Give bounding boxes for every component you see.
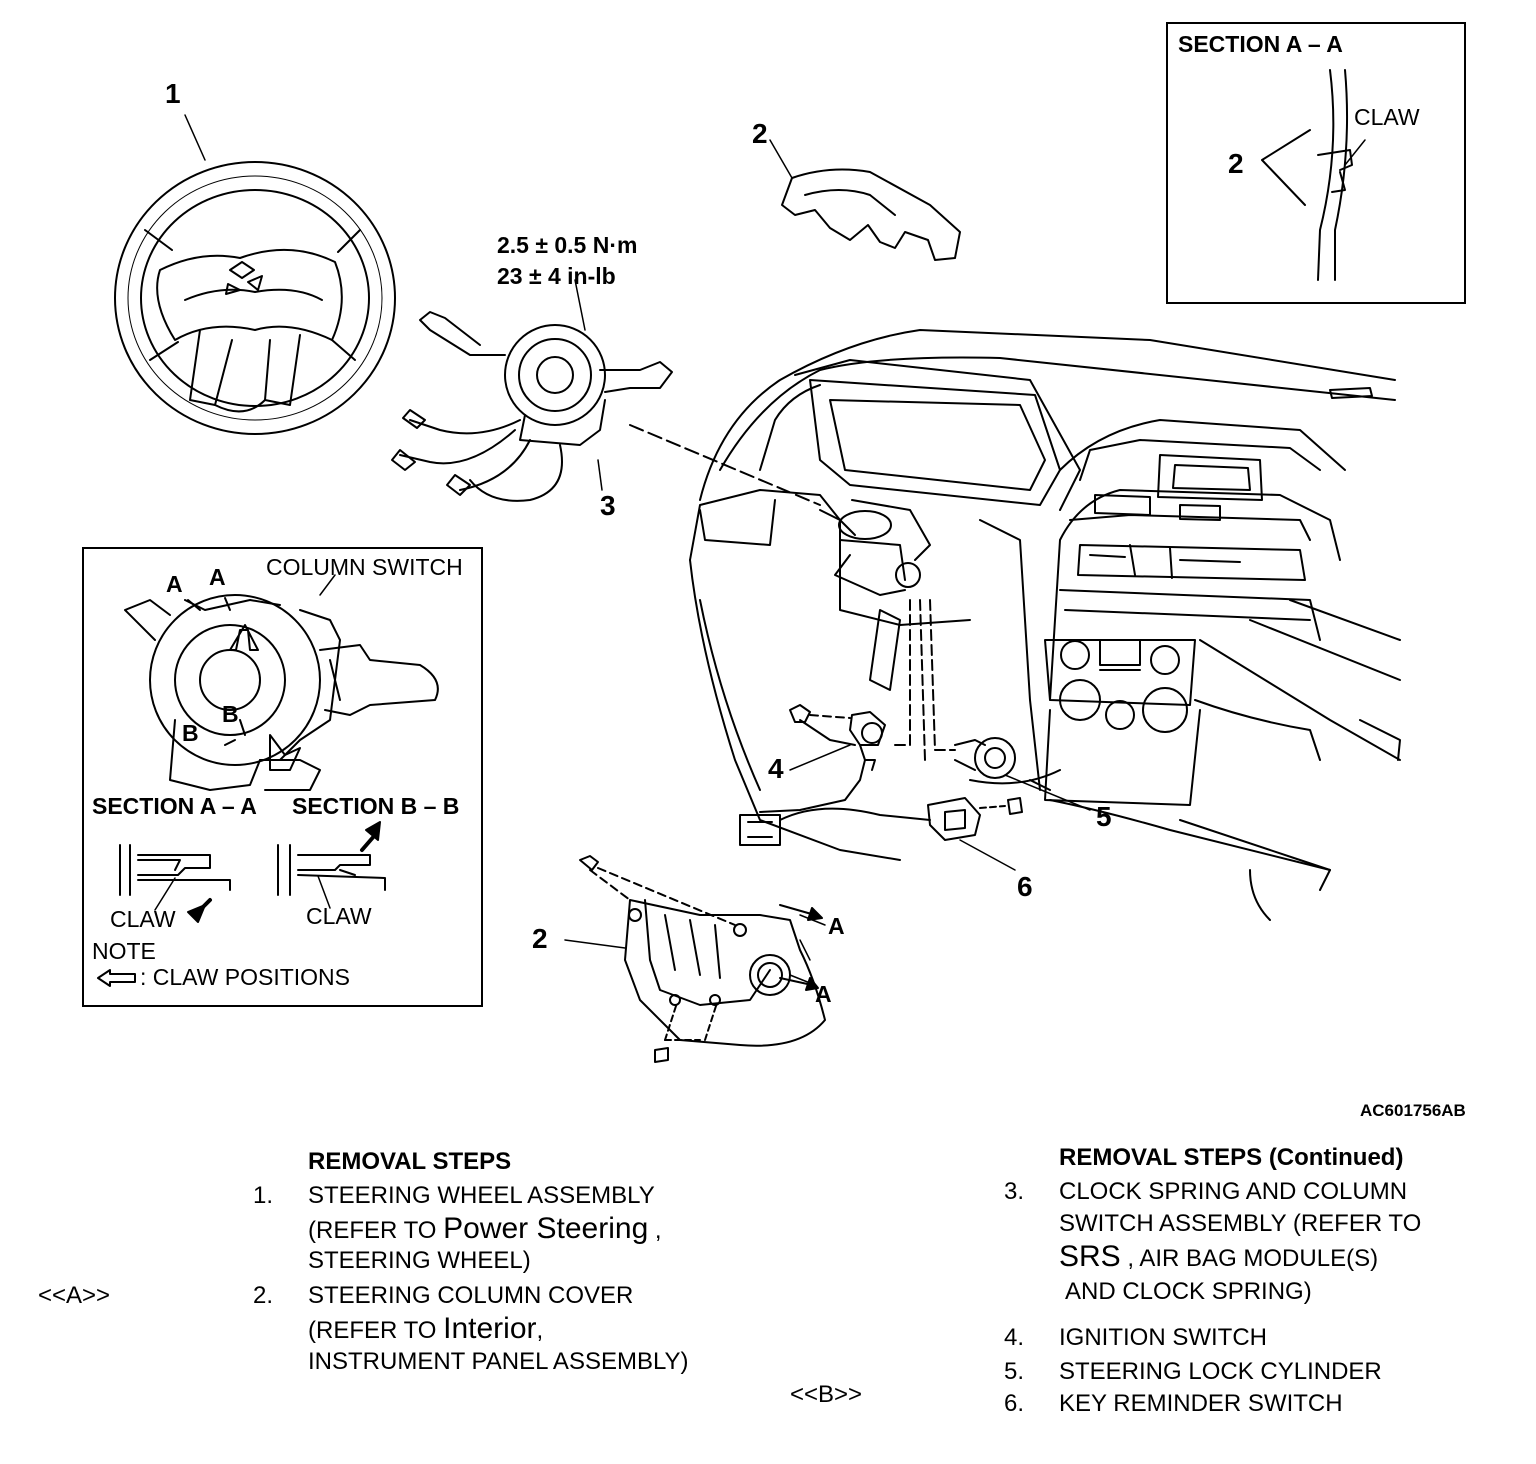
step-2-line-3: INSTRUMENT PANEL ASSEMBLY): [308, 1348, 689, 1375]
removal-steps-continued-heading: REMOVAL STEPS (Continued): [1059, 1144, 1404, 1171]
torque-metric: 2.5 ± 0.5 N·m: [497, 232, 638, 258]
step-3-line-2: SWITCH ASSEMBLY (REFER TO: [1059, 1210, 1422, 1237]
callout-2-lower-cover: 2: [532, 923, 548, 954]
section-aa-detail-box: [1166, 22, 1466, 304]
step-5-number: 5.: [1004, 1358, 1025, 1385]
step-3-line-3: SRS , AIR BAG MODULE(S): [1059, 1242, 1378, 1272]
step-2-tag: <<A>>: [38, 1282, 111, 1309]
step-4-label: IGNITION SWITCH: [1059, 1324, 1267, 1351]
step-1-refer-prefix: (REFER TO: [308, 1217, 444, 1244]
step-1-link-power-steering[interactable]: Power Steering: [443, 1212, 649, 1245]
steering-lock-cylinder-drawing: [954, 737, 1091, 811]
step-1-line-1: STEERING WHEEL ASSEMBLY: [308, 1182, 655, 1209]
step-3-line-1: CLOCK SPRING AND COLUMN: [1059, 1178, 1408, 1205]
step-2-line-1: STEERING COLUMN COVER: [308, 1282, 634, 1309]
step-3-number: 3.: [1004, 1178, 1025, 1205]
step-6-label: KEY REMINDER SWITCH: [1059, 1390, 1343, 1417]
step-6-number: 6.: [1004, 1390, 1025, 1417]
detail-label-a1: A: [166, 571, 183, 597]
callout-5: 5: [1096, 801, 1112, 832]
key-reminder-switch-drawing: [927, 797, 1023, 871]
section-aa-claw-label: CLAW: [1354, 104, 1420, 130]
steering-column-drawing: [819, 499, 956, 761]
step-2-comma: ,: [536, 1317, 544, 1344]
step-3-airbag-text: , AIR BAG MODULE(S): [1127, 1245, 1379, 1272]
callout-1: 1: [165, 78, 181, 109]
column-switch-detail-box: [82, 547, 483, 1007]
detail-claw-left: CLAW: [110, 906, 176, 932]
steering-wheel-drawing: [114, 114, 396, 435]
ignition-switch-drawing: [739, 704, 931, 846]
section-aa-title: SECTION A – A: [1178, 31, 1343, 57]
upper-column-cover-drawing: [769, 139, 961, 261]
callout-2-upper-cover: 2: [752, 118, 768, 149]
step-3-link-srs[interactable]: SRS: [1059, 1240, 1121, 1273]
detail-claw-positions: : CLAW POSITIONS: [140, 964, 351, 990]
detail-section-aa-label: SECTION A – A: [92, 793, 257, 819]
section-aa-callout-2: 2: [1228, 148, 1244, 179]
step-2-refer-prefix: (REFER TO: [308, 1317, 444, 1344]
detail-note: NOTE: [92, 938, 156, 964]
step-2-link-interior[interactable]: Interior: [443, 1312, 537, 1345]
step-2-number: 2.: [253, 1282, 274, 1309]
step-4-number: 4.: [1004, 1324, 1025, 1351]
step-2-line-2: (REFER TO Interior,: [308, 1314, 543, 1344]
detail-section-bb-label: SECTION B – B: [292, 793, 460, 819]
instrument-panel-drawing: [689, 329, 1401, 921]
clock-spring-column-switch-drawing: [391, 279, 821, 506]
section-aa-detail-drawing: [1261, 69, 1366, 281]
lower-column-cover-drawing: [564, 855, 826, 1063]
step-5-tag: <<B>>: [790, 1381, 863, 1408]
column-switch-title: COLUMN SWITCH: [266, 554, 463, 580]
callout-3: 3: [600, 490, 616, 521]
step-1-line-3: STEERING WHEEL): [308, 1247, 531, 1274]
callout-4: 4: [768, 753, 784, 784]
torque-imperial: 23 ± 4 in-lb: [497, 263, 616, 289]
column-switch-detail-drawing: [97, 574, 439, 987]
figure-id: AC601756AB: [1360, 1101, 1466, 1120]
section-arrow-a-top: A: [828, 913, 845, 939]
detail-label-b2: B: [182, 720, 199, 746]
step-1-line-2: (REFER TO Power Steering ,: [308, 1214, 662, 1244]
callout-6: 6: [1017, 871, 1033, 902]
step-5-label: STEERING LOCK CYLINDER: [1059, 1358, 1382, 1385]
detail-label-a2: A: [209, 564, 226, 590]
detail-claw-right: CLAW: [306, 903, 372, 929]
section-arrow-a-bottom: A: [815, 981, 832, 1007]
step-1-comma: ,: [654, 1217, 662, 1244]
removal-steps-heading: REMOVAL STEPS: [308, 1148, 512, 1175]
step-3-line-4: AND CLOCK SPRING): [1065, 1278, 1312, 1305]
step-1-number: 1.: [253, 1182, 274, 1209]
detail-label-b1: B: [222, 701, 239, 727]
